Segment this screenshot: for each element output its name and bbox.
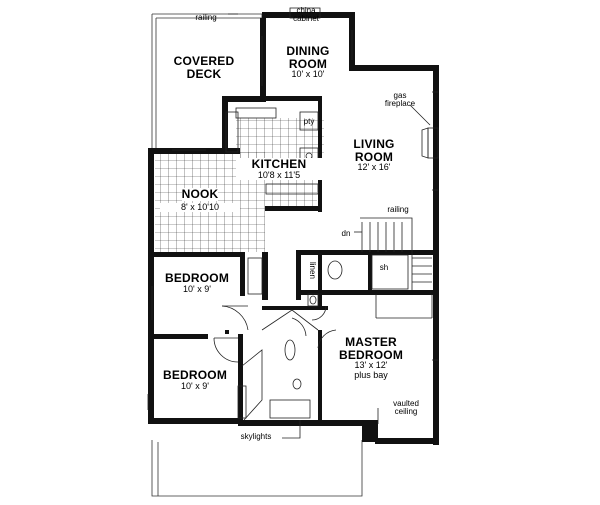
master-bedroom-label: MASTER BEDROOM 13' x 12' plus bay: [330, 336, 412, 380]
note-line: cabinet: [293, 14, 319, 24]
shower-note: sh: [379, 263, 389, 272]
room-dimensions: 13' x 12': [354, 360, 388, 371]
room-dimensions: 12' x 16': [357, 162, 391, 173]
patio-outline: [151, 440, 363, 497]
linen-note: linen: [308, 262, 317, 279]
dining-room-label: DINING ROOM 10' x 10': [272, 45, 344, 80]
room-name-line: BEDROOM: [164, 271, 230, 285]
room-name-line: KITCHEN: [251, 157, 307, 171]
living-room-label: LIVING ROOM 12' x 16': [336, 138, 412, 173]
room-dimensions: 8' x 10'10: [160, 202, 240, 213]
railing-deck-note: railing: [195, 13, 217, 22]
nook-label: NOOK 8' x 10'10: [160, 186, 240, 213]
railing-stair-note: railing: [387, 205, 409, 214]
room-dimensions: 10'8 x 11'5: [257, 169, 301, 180]
note-line: vaulted: [393, 399, 419, 408]
room-name-line: BEDROOM: [162, 368, 228, 382]
room-extra: plus bay: [354, 369, 388, 380]
room-name-line: ROOM: [354, 149, 394, 164]
pantry-note: pty: [303, 117, 315, 126]
china-cabinet-note: china cabinet: [284, 6, 328, 24]
note-line: fireplace: [384, 99, 416, 109]
note-line: china: [296, 6, 316, 15]
covered-deck-label: COVERED DECK: [162, 55, 246, 80]
room-name-line: COVERED: [173, 54, 235, 68]
room-name-line: ROOM: [288, 56, 328, 71]
bedroom-1-label: BEDROOM 10' x 9': [156, 272, 238, 294]
room-name-line: NOOK: [181, 187, 219, 201]
down-stair-note: dn: [341, 229, 351, 238]
kitchen-label: KITCHEN 10'8 x 11'5: [236, 157, 322, 181]
note-line: gas: [393, 91, 407, 100]
room-name-line: DINING: [286, 44, 330, 58]
bedroom-2-label: BEDROOM 10' x 9': [154, 369, 236, 391]
room-name-line: DECK: [186, 66, 222, 81]
note-line: ceiling: [394, 407, 418, 417]
vaulted-ceiling-note: vaulted ceiling: [382, 399, 430, 417]
room-dimensions: 10' x 9': [181, 380, 209, 391]
room-name-line: MASTER: [345, 335, 397, 349]
interior-walls: [152, 96, 436, 424]
room-dimensions: 10' x 10': [291, 69, 325, 80]
room-name-line: LIVING: [353, 137, 395, 151]
room-name-line: BEDROOM: [338, 347, 404, 362]
room-dimensions: 10' x 9': [183, 283, 211, 294]
skylights-note: skylights: [240, 432, 272, 441]
gas-fireplace-note: gas fireplace: [374, 91, 426, 109]
